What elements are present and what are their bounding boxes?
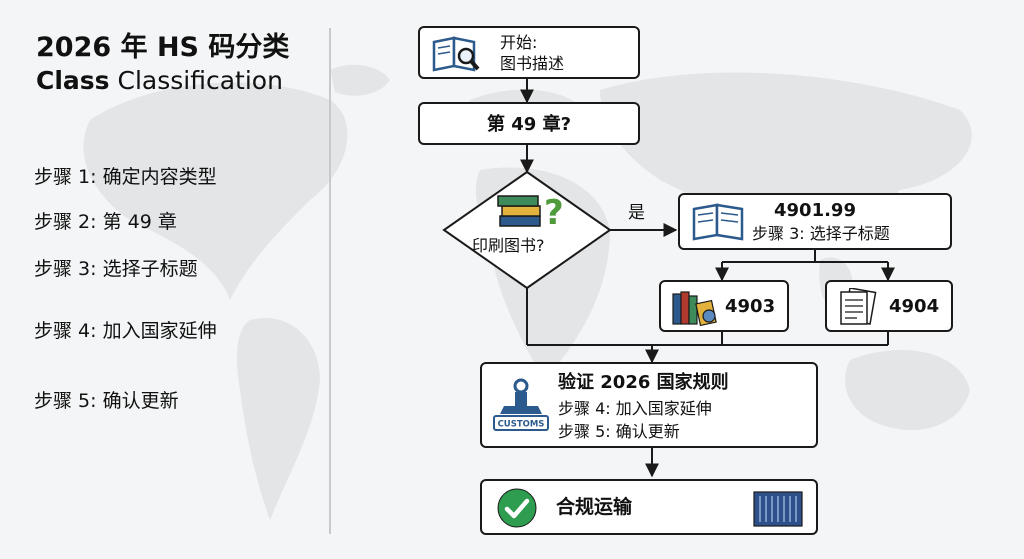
stacked-books-question-icon: ? xyxy=(497,193,564,232)
page-subtitle: Class Classification xyxy=(36,66,283,96)
chapter-label: 第 49 章? xyxy=(486,114,572,135)
books-globe-icon xyxy=(672,291,717,327)
start-line1: 开始: xyxy=(500,33,538,52)
verify-line2: 步骤 5: 确认更新 xyxy=(558,422,680,441)
code-4904-box: 4904 xyxy=(825,280,953,332)
code-4903-box: 4903 xyxy=(659,280,789,332)
verify-line1: 步骤 4: 加入国家延伸 xyxy=(558,399,712,418)
open-book-magnifier-icon xyxy=(432,36,480,72)
panel-divider xyxy=(329,28,331,534)
customs-stamp-icon: CUSTOMS xyxy=(493,378,549,431)
code-4904-label: 4904 xyxy=(889,296,940,317)
svg-text:?: ? xyxy=(544,193,564,232)
check-circle-icon xyxy=(497,488,537,528)
decision-yes-label: 是 xyxy=(628,203,645,223)
decision-diamond xyxy=(442,170,612,290)
final-label: 合规运输 xyxy=(556,496,633,518)
decision-label: 印刷图书? xyxy=(472,236,545,255)
code-4901-label: 4901.99 xyxy=(774,200,856,221)
code-4903-label: 4903 xyxy=(725,296,776,317)
page-title: 2026 年 HS 码分类 xyxy=(36,32,290,63)
step-5: 步骤 5: 确认更新 xyxy=(34,390,179,412)
subtitle-bold: Class xyxy=(36,66,110,95)
subtitle-rest: Classification xyxy=(117,66,283,95)
code-4901-note: 步骤 3: 选择子标题 xyxy=(752,224,890,243)
verify-box: CUSTOMS 验证 2026 国家规则 步骤 4: 加入国家延伸 步骤 5: … xyxy=(480,362,818,448)
open-book-icon xyxy=(692,203,744,241)
verify-title: 验证 2026 国家规则 xyxy=(558,372,729,393)
step-2: 步骤 2: 第 49 章 xyxy=(34,211,177,233)
shipping-container-icon xyxy=(753,491,803,527)
step-3: 步骤 3: 选择子标题 xyxy=(34,258,198,280)
start-box: 开始: 图书描述 xyxy=(418,26,640,79)
step-1: 步骤 1: 确定内容类型 xyxy=(34,166,217,188)
document-stack-icon xyxy=(840,288,877,325)
start-line2: 图书描述 xyxy=(500,54,565,73)
code-4901-box: 4901.99 步骤 3: 选择子标题 xyxy=(678,193,952,250)
chapter-box: 第 49 章? xyxy=(418,102,640,145)
final-box: 合规运输 xyxy=(480,479,818,535)
step-4: 步骤 4: 加入国家延伸 xyxy=(34,320,217,342)
stamp-text: CUSTOMS xyxy=(498,420,545,430)
